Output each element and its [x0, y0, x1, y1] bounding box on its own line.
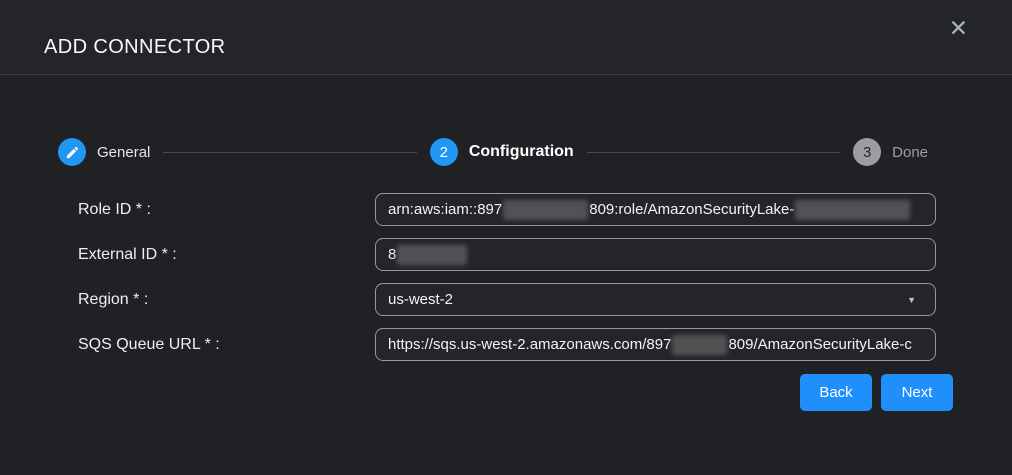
form-row-region: Region * : us-west-2 ▼ — [78, 283, 936, 316]
role-id-value-part2: 809:role/AmazonSecurityLake- — [589, 201, 795, 218]
step-configuration-number: 2 — [429, 138, 458, 166]
sqs-queue-url-input[interactable]: https://sqs.us-west-2.amazonaws.com/897 … — [375, 328, 936, 361]
redacted-block — [397, 244, 468, 265]
region-selected-value: us-west-2 — [388, 291, 454, 308]
pencil-icon — [58, 138, 86, 166]
dialog-actions: Back Next — [0, 374, 953, 411]
form-row-role-id: Role ID * : arn:aws:iam::897 809:role/Am… — [78, 193, 936, 226]
external-id-label: External ID * : — [78, 245, 177, 263]
redacted-block — [672, 334, 728, 355]
form-row-sqs-queue-url: SQS Queue URL * : https://sqs.us-west-2.… — [78, 328, 936, 361]
role-id-value-part1: arn:aws:iam::897 — [388, 201, 503, 218]
role-id-label: Role ID * : — [78, 200, 151, 218]
back-button[interactable]: Back — [800, 374, 872, 411]
step-connector — [586, 151, 841, 153]
form-row-external-id: External ID * : 8 — [78, 238, 936, 271]
external-id-input[interactable]: 8 — [375, 238, 936, 271]
step-done: 3 Done — [853, 138, 928, 166]
redacted-block — [795, 199, 911, 220]
step-done-label: Done — [892, 143, 929, 161]
step-general[interactable]: General — [58, 138, 150, 166]
external-id-value-part1: 8 — [388, 246, 397, 263]
redacted-block — [503, 199, 589, 220]
step-done-number: 3 — [853, 138, 882, 166]
step-configuration-label: Configuration — [468, 143, 574, 160]
dialog-title: ADD CONNECTOR — [44, 36, 226, 58]
region-select[interactable]: us-west-2 ▼ — [375, 283, 936, 316]
wizard-stepper: General 2 Configuration 3 Done — [58, 138, 928, 166]
sqs-url-value-part1: https://sqs.us-west-2.amazonaws.com/897 — [388, 336, 672, 353]
dialog-header: ADD CONNECTOR ✕ — [0, 0, 1012, 75]
role-id-input[interactable]: arn:aws:iam::897 809:role/AmazonSecurity… — [375, 193, 936, 226]
step-general-label: General — [97, 143, 151, 161]
step-connector — [163, 151, 417, 153]
region-label: Region * : — [78, 290, 149, 308]
step-configuration[interactable]: 2 Configuration — [429, 138, 574, 166]
close-icon[interactable]: ✕ — [948, 15, 968, 41]
configuration-form: Role ID * : arn:aws:iam::897 809:role/Am… — [0, 193, 1012, 361]
sqs-queue-url-label: SQS Queue URL * : — [78, 335, 220, 353]
sqs-url-value-part2: 809/AmazonSecurityLake-c — [728, 336, 912, 353]
chevron-down-icon: ▼ — [907, 294, 916, 305]
next-button[interactable]: Next — [881, 374, 953, 411]
